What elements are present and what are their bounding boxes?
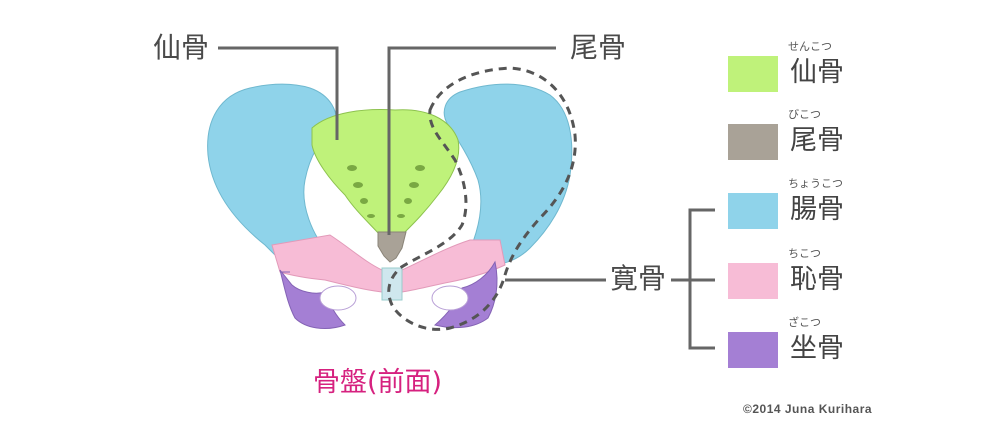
coccyx-label: 尾骨 [570, 31, 627, 64]
coccyx [377, 231, 407, 263]
sacrum [311, 109, 460, 236]
right-pubis [401, 239, 506, 293]
legend-swatch [728, 263, 778, 299]
left-obturator-foramen [319, 285, 357, 311]
pubic-symphysis [381, 267, 403, 301]
legend-name: 仙骨 [790, 57, 844, 88]
legend-reading: びこつ [788, 108, 821, 121]
legend-item-pubis: ちこつ 恥骨 [728, 247, 928, 299]
legend-reading: せんこつ [788, 40, 832, 53]
right-ilium [443, 83, 573, 265]
legend-reading: ちょうこつ [788, 177, 843, 190]
legend-item-sacrum: せんこつ 仙骨 [728, 40, 928, 92]
left-ischium [279, 269, 346, 329]
legend-name: 尾骨 [790, 125, 844, 156]
legend-item-coccyx: びこつ 尾骨 [728, 108, 928, 160]
legend-name: 恥骨 [790, 264, 844, 295]
left-pubis [271, 234, 383, 293]
hip-bone-dashed-outline [387, 66, 577, 331]
hip-bone-label: 寛骨 [610, 262, 667, 295]
legend-item-ilium: ちょうこつ 腸骨 [728, 177, 928, 229]
leader-lines [218, 46, 715, 350]
legend-swatch [728, 56, 778, 92]
coccyx-leader [387, 46, 556, 235]
legend-reading: ざこつ [788, 316, 821, 329]
legend-swatch [728, 124, 778, 160]
sacrum-leader [218, 46, 339, 140]
legend-item-ischium: ざこつ 坐骨 [728, 316, 928, 368]
right-obturator-foramen [431, 285, 469, 311]
copyright-text: ©2014 Juna Kurihara [743, 402, 873, 416]
sacrum-label: 仙骨 [153, 31, 210, 64]
legend-swatch [728, 193, 778, 229]
legend-reading: ちこつ [788, 247, 821, 260]
legend-name: 坐骨 [790, 333, 844, 364]
diagram-caption: 骨盤(前面) [313, 367, 443, 398]
sacral-foramina [347, 165, 425, 218]
legend-name: 腸骨 [790, 194, 844, 225]
legend-swatch [728, 332, 778, 368]
